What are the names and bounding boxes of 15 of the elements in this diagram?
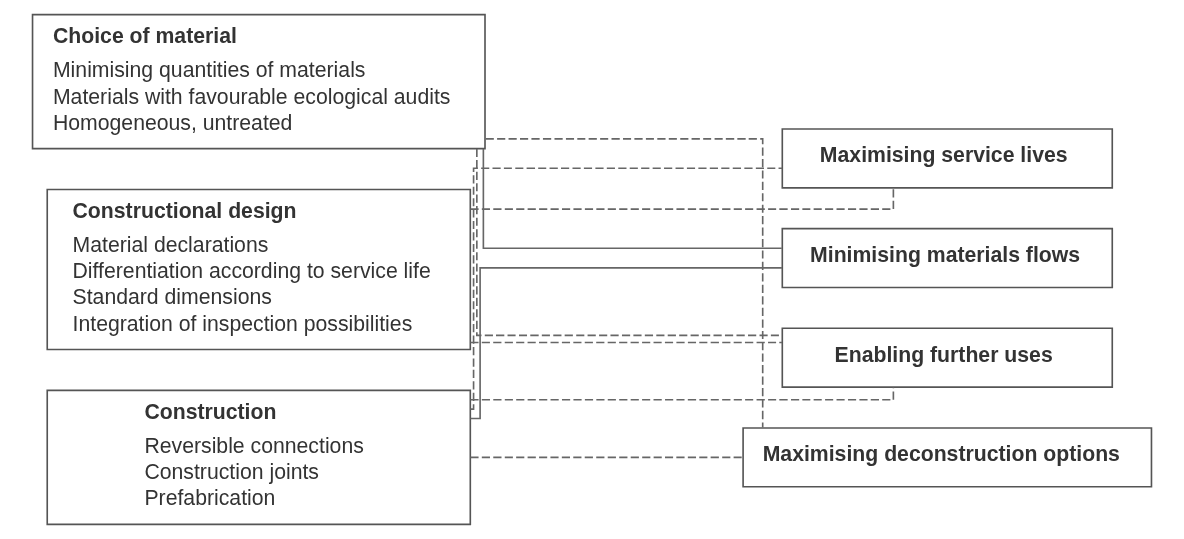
connector bbox=[469, 456, 744, 459]
connector bbox=[469, 167, 784, 410]
connector bbox=[469, 341, 783, 344]
connector bbox=[482, 148, 783, 250]
node-box: Constructional design Material declarations Differentiation according to service life Standard dimensions Integration of inspection possibilities bbox=[46, 188, 472, 351]
node-box: Construction Reversible connections Construction joints Prefabrication bbox=[46, 389, 472, 526]
node-box: Maximising deconstruction options bbox=[742, 427, 1153, 488]
node-box: Choice of material Minimising quantities of materials Materials with favourable ecological audits Homogeneous, untreated bbox=[31, 13, 486, 150]
node-box: Enabling further uses bbox=[781, 327, 1114, 388]
connector bbox=[469, 187, 895, 210]
connector bbox=[476, 148, 783, 337]
connector bbox=[469, 267, 783, 420]
connector bbox=[484, 138, 764, 429]
node-box: Minimising materials flows bbox=[781, 227, 1114, 289]
node-box: Maximising service lives bbox=[781, 128, 1114, 189]
